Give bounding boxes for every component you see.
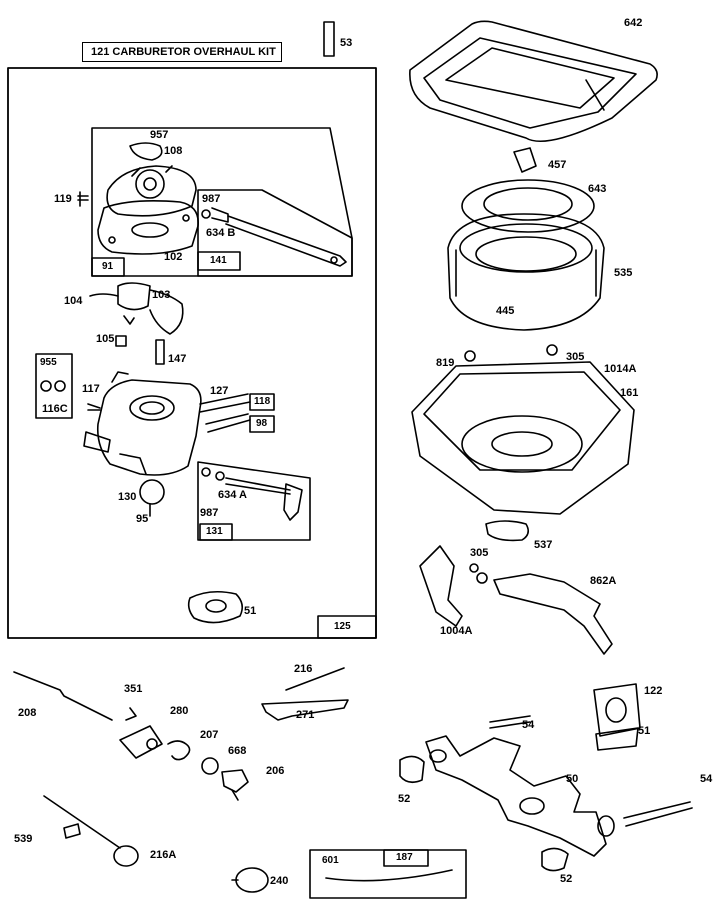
label-457: 457 <box>548 159 567 171</box>
label-208: 208 <box>18 707 37 719</box>
air-cleaner-base <box>411 361 635 515</box>
box-125 <box>317 615 377 639</box>
bracket-280 <box>119 725 163 759</box>
label-103: 103 <box>152 289 171 301</box>
label-207: 207 <box>200 729 219 741</box>
label-98: 98 <box>256 418 268 429</box>
bracket-1004a <box>419 545 463 627</box>
label-122: 122 <box>644 685 663 697</box>
label-280: 280 <box>170 705 189 717</box>
label-51-kit: 51 <box>244 605 257 617</box>
label-216a: 216A <box>150 849 177 861</box>
label-141: 141 <box>210 255 227 266</box>
label-130: 130 <box>118 491 137 503</box>
kit-frame <box>7 67 377 639</box>
label-118: 118 <box>254 396 271 407</box>
label-987-top: 987 <box>202 193 221 205</box>
label-987-bottom: 987 <box>200 507 219 519</box>
label-668: 668 <box>228 745 247 757</box>
gasket-51a <box>187 590 244 624</box>
label-54-top: 54 <box>522 719 535 731</box>
label-187: 187 <box>396 852 413 863</box>
box-98 <box>249 415 275 433</box>
box-91 <box>91 257 125 277</box>
label-305-top: 305 <box>566 351 585 363</box>
carburetor-body <box>96 379 202 476</box>
label-1004a: 1004A <box>440 625 473 637</box>
label-50: 50 <box>566 773 579 785</box>
label-351: 351 <box>124 683 143 695</box>
label-206: 206 <box>266 765 285 777</box>
label-161: 161 <box>620 387 639 399</box>
label-634b: 634 B <box>206 227 236 239</box>
link-208 <box>13 671 113 721</box>
intake-manifold <box>425 735 607 857</box>
box-131 <box>199 523 233 541</box>
label-119: 119 <box>54 193 72 205</box>
label-819: 819 <box>436 357 455 369</box>
box-955 <box>35 353 73 419</box>
lever-271 <box>261 699 349 721</box>
label-305-bottom: 305 <box>470 547 489 559</box>
label-95: 95 <box>136 513 149 525</box>
label-127: 127 <box>210 385 229 397</box>
spacer-122 <box>593 683 641 737</box>
label-131: 131 <box>206 526 223 537</box>
primer-240 <box>235 867 269 893</box>
label-54-right: 54 <box>700 773 713 785</box>
label-955: 955 <box>40 357 57 368</box>
label-601: 601 <box>322 855 339 866</box>
label-52-left: 52 <box>398 793 411 805</box>
label-642: 642 <box>624 17 643 29</box>
label-91: 91 <box>102 261 114 272</box>
filter-643 <box>461 179 595 233</box>
label-125: 125 <box>334 621 351 632</box>
label-271: 271 <box>296 709 315 721</box>
label-539: 539 <box>14 833 33 845</box>
label-105: 105 <box>96 333 115 345</box>
kit-title-box: 121 CARBURETOR OVERHAUL KIT <box>82 42 282 62</box>
spring-207 <box>167 740 191 761</box>
screw-206 <box>221 769 249 793</box>
label-862a: 862A <box>590 575 617 587</box>
label-104: 104 <box>64 295 83 307</box>
gasket-102 <box>97 200 199 255</box>
label-51-spacer: 51 <box>638 725 651 737</box>
subbox-987-frame <box>197 189 353 277</box>
precleaner-535 <box>447 213 605 331</box>
label-108: 108 <box>164 145 183 157</box>
label-216: 216 <box>294 663 313 675</box>
gasket-52a <box>399 755 425 784</box>
label-53: 53 <box>340 37 353 49</box>
label-643: 643 <box>588 183 607 195</box>
label-52-bottom: 52 <box>560 873 573 885</box>
label-147: 147 <box>168 353 187 365</box>
label-957: 957 <box>150 129 169 141</box>
carb-top-plate <box>106 165 197 217</box>
bracket-862a <box>493 573 613 655</box>
label-116c: 116C <box>42 403 68 415</box>
box-118 <box>249 393 275 411</box>
box-187 <box>383 849 429 867</box>
label-1014a: 1014A <box>604 363 637 375</box>
air-cleaner-cover <box>409 20 658 143</box>
label-537: 537 <box>534 539 553 551</box>
label-535: 535 <box>614 267 633 279</box>
label-240: 240 <box>270 875 289 887</box>
subbox-131-frame <box>197 461 311 541</box>
label-102: 102 <box>164 251 183 263</box>
label-445: 445 <box>496 305 515 317</box>
label-634a: 634 A <box>218 489 247 501</box>
primer-103 <box>117 282 151 311</box>
gasket-52b <box>541 847 569 872</box>
label-117: 117 <box>82 383 100 395</box>
